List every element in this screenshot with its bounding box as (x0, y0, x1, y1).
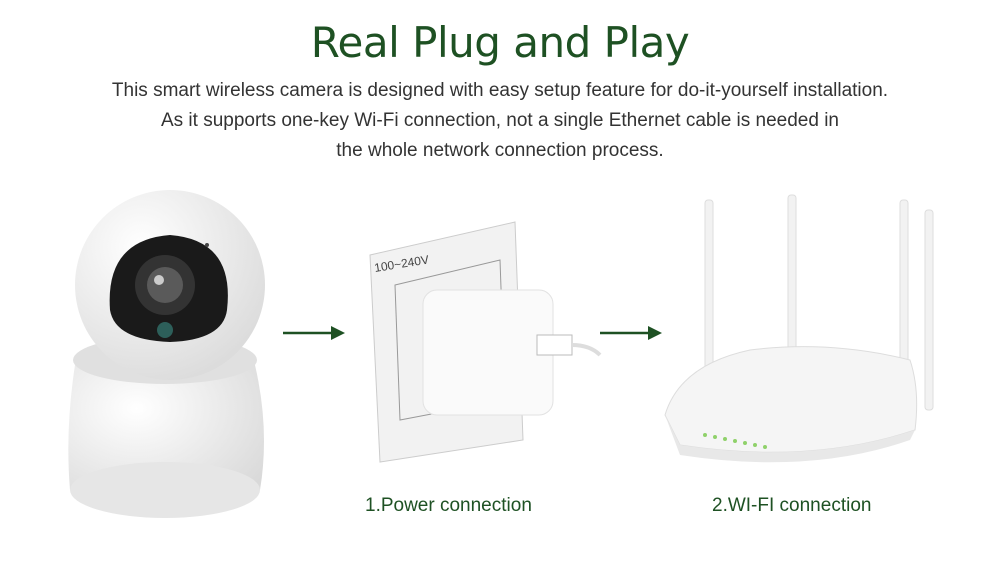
page-title: Real Plug and Play (310, 18, 690, 67)
power-connection-caption: 1.Power connection (365, 495, 532, 516)
arrow-right-icon (283, 326, 345, 340)
description: This smart wireless camera is designed w… (0, 76, 1000, 166)
description-line: This smart wireless camera is designed w… (111, 80, 889, 101)
wifi-connection-caption: 2.WI-FI connection (712, 495, 872, 516)
camera-image (68, 190, 265, 518)
power-adapter-image: 100~240V (369, 221, 602, 463)
description-line: As it supports one-key Wi-Fi connection,… (160, 110, 840, 131)
router-image (664, 194, 934, 463)
arrow-right-icon (600, 326, 662, 340)
description-line: the whole network connection process. (336, 140, 664, 161)
